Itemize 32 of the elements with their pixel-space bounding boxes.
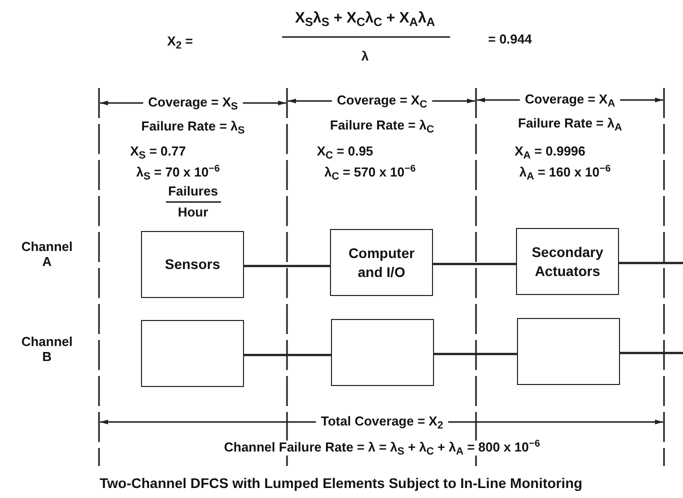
connector-line: [433, 262, 516, 266]
connector-line: [434, 352, 517, 356]
block-box: [516, 228, 619, 295]
value-label: X$_{A}$ = 0.9996: [512, 144, 588, 160]
value-label: X$_{S}$ = 0.77: [128, 144, 188, 160]
value-label: λ$_{S}$ = 70 x 10$^{−6}$: [134, 166, 222, 180]
connector-line: [620, 352, 683, 354]
equation-text: X$_{2}$ =: [165, 34, 195, 50]
value-label: λ$_{A}$ = 160 x 10$^{−6}$: [517, 166, 613, 180]
total-coverage-label: Total Coverage = X$_{2}$: [318, 414, 446, 430]
coverage-label: Coverage = X$_{C}$: [334, 94, 430, 108]
coverage-label: Coverage = X$_{S}$: [146, 96, 240, 110]
channel-failure-rate-label: Channel Failure Rate = λ = λ$_{S}$ + λ$_{C}$ + λ$_{A}$ = 800 x 10$^{−6}$: [222, 440, 542, 456]
failure-rate-label: Failure Rate = λ$_{C}$: [328, 118, 436, 134]
equation-text: X$_{S}$λ$_{S}$ + X$_{C}$λ$_{C}$ + X$_{A}$λ$_{A}$: [293, 9, 437, 27]
empty-block-box: [141, 320, 244, 387]
block-label: Sensors: [164, 255, 220, 274]
block-box: [141, 231, 244, 298]
empty-block-box: [331, 319, 434, 386]
connector-line: [244, 264, 330, 268]
connector-line: [244, 354, 331, 356]
block-label: Computer and I/O: [347, 244, 416, 281]
connector-line: [619, 262, 683, 264]
value-label: X$_{C}$ = 0.95: [314, 144, 376, 160]
figure-caption: Two-Channel DFCS with Lumped Elements Subject to In-Line Monitoring: [100, 475, 582, 491]
failure-rate-label: Failure Rate = λ$_{S}$: [139, 120, 247, 134]
empty-block-box: [517, 318, 620, 385]
block-label: Secondary Actuators: [530, 243, 604, 280]
block-box: [330, 229, 433, 296]
coverage-label: Coverage = X$_{A}$: [522, 92, 618, 108]
failure-rate-label: Failure Rate = λ$_{A}$: [516, 116, 624, 132]
value-label: λ$_{C}$ = 570 x 10$^{−6}$: [322, 166, 418, 180]
